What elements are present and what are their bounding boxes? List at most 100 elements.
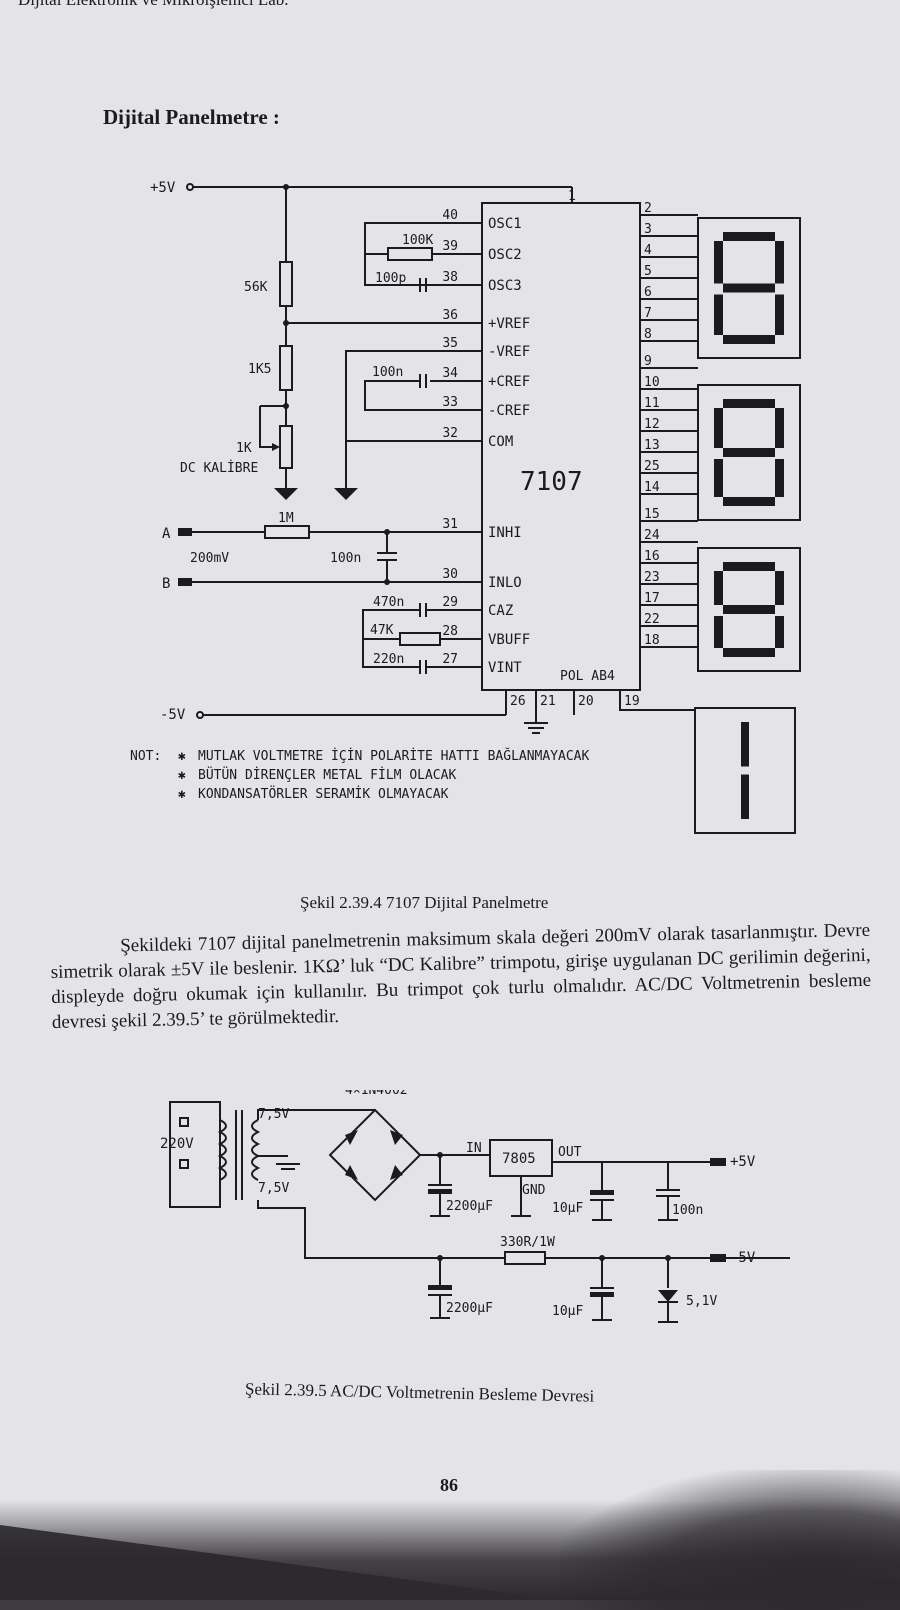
seven-segment-display-2 — [697, 384, 801, 521]
secondary-bottom-label: 7,5V — [258, 1181, 289, 1196]
c100p-label: 100p — [375, 271, 406, 286]
reg-gnd-label: GND — [522, 1183, 546, 1198]
pin-number-26: 26 — [510, 694, 526, 709]
c-out-bottom-label: 10µF — [552, 1304, 583, 1319]
seven-segment-display-3 — [697, 547, 801, 672]
pin-name-35: -VREF — [488, 344, 530, 360]
pin-number-2: 2 — [644, 201, 652, 216]
pin-number-6: 6 — [644, 285, 652, 300]
regulator-label: 7805 — [502, 1151, 536, 1167]
note-item-1: MUTLAK VOLTMETRE İÇİN POLARİTE HATTI BAĞ… — [198, 748, 590, 764]
pin-number-8: 8 — [644, 327, 652, 342]
pin-number-5: 5 — [644, 264, 652, 279]
pin-number-31: 31 — [442, 517, 458, 532]
pin-number-35: 35 — [442, 336, 458, 351]
pin-number-9: 9 — [644, 354, 652, 369]
running-header: Dijital Elektronik ve Mikroişlemci Lab. — [18, 0, 289, 10]
pin-number-36: 36 — [442, 308, 458, 323]
svg-text:✱: ✱ — [178, 787, 186, 802]
pin-number-27: 27 — [442, 652, 458, 667]
pin-name-28: VBUFF — [488, 632, 530, 648]
pin-number-29: 29 — [442, 595, 458, 610]
pin-number-19: 19 — [624, 694, 640, 709]
figure-caption-2: Şekil 2.39.5 AC/DC Voltmetrenin Besleme … — [244, 1379, 595, 1406]
pin-name-32: COM — [488, 434, 513, 450]
r100k-label: 100K — [402, 233, 433, 248]
note-item-2: BÜTÜN DİRENÇLER METAL FİLM OLACAK — [198, 766, 456, 783]
input-a-terminal[interactable] — [178, 528, 192, 536]
ic-7107-body — [481, 202, 641, 691]
pin-number-23: 23 — [644, 570, 660, 585]
pin-number-28: 28 — [442, 624, 458, 639]
pin-number-33: 33 — [442, 395, 458, 410]
r1k5-label: 1K5 — [248, 362, 271, 377]
hand-shadow — [560, 1470, 900, 1610]
pin-number-22: 22 — [644, 612, 660, 627]
seven-segment-display-4 — [694, 707, 796, 834]
pin-number-12: 12 — [644, 417, 660, 432]
supply-neg-label: -5V — [160, 707, 186, 723]
r1m-label: 1M — [278, 511, 294, 526]
pin-number-32: 32 — [442, 426, 458, 441]
pin-number-25: 25 — [644, 459, 660, 474]
pin-name-29: CAZ — [488, 603, 513, 619]
r1k-label: 1K — [236, 441, 252, 456]
pin-number-38: 38 — [442, 270, 458, 285]
c470n-label: 470n — [373, 595, 404, 610]
input-b-terminal[interactable] — [178, 578, 192, 586]
reg-in-label: IN — [466, 1141, 482, 1156]
input-range-label: 200mV — [190, 551, 229, 566]
pin-number-17: 17 — [644, 591, 660, 606]
out-pos-label: +5V — [730, 1154, 756, 1170]
pin-name-36: +VREF — [488, 316, 530, 332]
pin-top-number: 1 — [568, 189, 576, 204]
pin-name-33: -CREF — [488, 403, 530, 419]
r47k-label: 47K — [370, 623, 394, 638]
bridge-label: 4×1N4002 — [345, 1090, 408, 1098]
out-pos-terminal[interactable] — [710, 1158, 726, 1166]
ic-label: 7107 — [520, 467, 583, 497]
pin-name-27: VINT — [488, 660, 522, 676]
page-number: 86 — [440, 1475, 458, 1495]
c-bulk-top-label: 2200µF — [446, 1199, 493, 1214]
c-dec-label: 100n — [672, 1203, 703, 1218]
pin-number-30: 30 — [442, 567, 458, 582]
pin-name-31: INHI — [488, 525, 522, 541]
pin-name-39: OSC2 — [488, 247, 522, 263]
supply-pos-label: +5V — [150, 180, 176, 196]
pin-name-30: INLO — [488, 575, 522, 591]
svg-text:✱: ✱ — [178, 768, 186, 783]
resistor-47k — [399, 632, 441, 646]
panelmeter-schematic: 7107 +5V 1 40OSC139OSC238OSC336+VREF35-V… — [130, 180, 801, 834]
power-supply-schematic: 220V 7,5V 7,5V 4×1N4002 2200µF 7805 IN O… — [160, 1090, 790, 1323]
note-item-3: KONDANSATÖRLER SERAMİK OLMAYACAK — [198, 785, 449, 802]
pin-number-7: 7 — [644, 306, 652, 321]
r56k-label: 56K — [244, 280, 268, 295]
body-paragraph-text: Şekildeki 7107 dijital panelmetrenin mak… — [50, 919, 872, 1033]
pin-number-16: 16 — [644, 549, 660, 564]
pin-number-14: 14 — [644, 480, 660, 495]
trimpot-1k — [279, 425, 293, 469]
resistor-1m — [264, 525, 310, 539]
out-neg-terminal[interactable] — [710, 1254, 726, 1262]
zener-diode — [658, 1290, 678, 1302]
resistor-1k5 — [279, 345, 293, 391]
pin-number-4: 4 — [644, 243, 652, 258]
reg-out-label: OUT — [558, 1145, 582, 1160]
pin-number-13: 13 — [644, 438, 660, 453]
pin-number-20: 20 — [578, 694, 594, 709]
pin-number-11: 11 — [644, 396, 660, 411]
resistor-100k — [387, 247, 433, 261]
input-b-label: B — [162, 576, 170, 592]
zener-label: 5,1V — [686, 1294, 717, 1309]
pin-name-34: +CREF — [488, 374, 530, 390]
c-bulk-bottom-label: 2200µF — [446, 1301, 493, 1316]
svg-text:✱: ✱ — [178, 749, 186, 764]
bridge-rectifier — [328, 1108, 422, 1202]
mains-label: 220V — [160, 1136, 194, 1152]
pin-number-24: 24 — [644, 528, 660, 543]
c220n-label: 220n — [373, 652, 404, 667]
body-paragraph: Şekildeki 7107 dijital panelmetrenin mak… — [50, 918, 872, 1035]
resistor-56k — [279, 261, 293, 307]
